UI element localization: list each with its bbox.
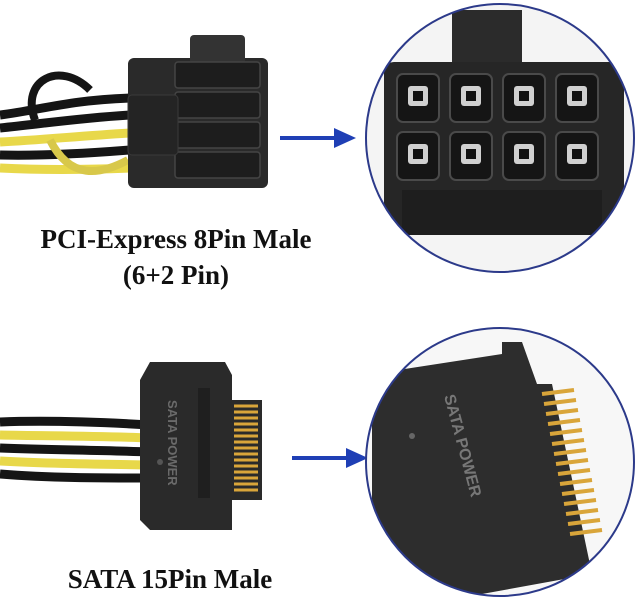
pcie-connector-photo — [0, 35, 268, 188]
sata-caption: SATA 15Pin Male — [67, 564, 273, 594]
sata-marking-text: SATA POWER — [165, 400, 180, 486]
sata-zoom-circle: SATA POWER — [362, 324, 638, 600]
arrow-right-icon — [280, 128, 356, 148]
pcie-caption-line2: (6+2 Pin) — [122, 260, 230, 290]
sata-connector-photo: SATA POWER — [0, 362, 262, 530]
pcie-caption-line1: PCI-Express 8Pin Male — [40, 224, 312, 254]
arrow-right-icon — [292, 448, 368, 468]
pcie-zoom-circle — [362, 0, 638, 276]
